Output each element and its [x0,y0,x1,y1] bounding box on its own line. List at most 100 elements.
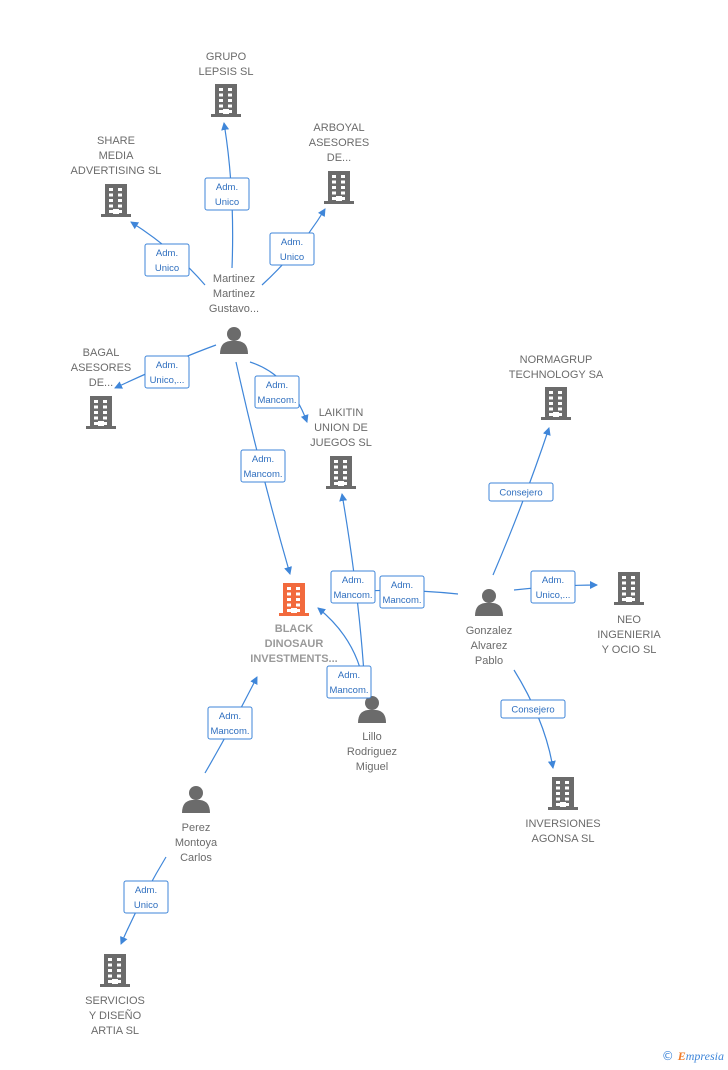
relation-text: Adm. [542,575,564,586]
node-label: Rodriguez [347,746,397,758]
node-label: SHARE [97,135,135,147]
node-share[interactable]: SHARE MEDIA ADVERTISING SL [71,135,162,217]
node-label: JUEGOS SL [310,437,372,449]
node-label: DINOSAUR [265,638,324,650]
relation-text: Unico [280,252,304,263]
person-icon [220,327,248,354]
node-grupo[interactable]: GRUPO LEPSIS SL [198,51,254,117]
footer-brand: ©Empresia [662,1049,724,1064]
relation-text: Mancom. [382,595,421,606]
relation-box[interactable] [144,243,190,277]
node-label: BAGAL [83,347,120,359]
building-icon [100,954,130,987]
relation-edge-gonzalez-inversiones [513,669,556,769]
relation-label-gonzalez-normagrup[interactable]: Consejero [488,482,554,502]
relation-text: Adm. [219,711,241,722]
relation-text: Consejero [499,488,542,499]
node-label: DE... [327,152,351,164]
node-martinez[interactable]: MartinezMartinezGustavo... [209,273,259,354]
relation-label-martinez-laikitin[interactable]: Adm.Mancom. [254,375,300,409]
relation-box[interactable] [207,706,253,740]
relation-label-martinez-black[interactable]: Adm.Mancom. [240,449,286,483]
relation-box[interactable] [254,375,300,409]
relation-text: Unico [215,197,239,208]
relation-box[interactable] [379,575,425,609]
node-label: Pablo [475,655,503,667]
building-icon [326,456,356,489]
node-inversiones[interactable]: INVERSIONES AGONSA SL [525,777,601,845]
relation-label-perez-servicios[interactable]: Adm. Unico [123,880,169,914]
node-label: LEPSIS SL [198,66,253,78]
relation-box[interactable] [240,449,286,483]
node-bagal[interactable]: BAGALASESORESDE... [71,347,132,429]
relation-text: Mancom. [210,726,249,737]
relation-box[interactable] [326,665,372,699]
node-label: Lillo [362,731,382,743]
relation-text: Adm. [338,670,360,681]
node-label: ARBOYAL [313,122,364,134]
building-icon [211,84,241,117]
building-icon [279,583,309,616]
relation-label-lillo-black[interactable]: Adm. Mancom. [326,665,372,699]
node-label: Alvarez [471,640,508,652]
node-label: INGENIERIA [597,629,661,641]
node-arboyal[interactable]: ARBOYALASESORESDE... [309,122,370,204]
brand-initial: E [677,1049,686,1063]
relation-box[interactable] [330,570,376,604]
node-label: Martinez [213,273,255,285]
building-icon [614,572,644,605]
node-black[interactable]: BLACKDINOSAURINVESTMENTS... [250,583,338,665]
relation-label-perez-black[interactable]: Adm. Mancom. [207,706,253,740]
person-icon [475,589,503,616]
relation-label-martinez-arboyal[interactable]: Adm.Unico [269,232,315,266]
relation-text: Adm. [391,580,413,591]
person-icon [358,696,386,723]
relation-label-martinez-share[interactable]: Adm.Unico [144,243,190,277]
building-icon [324,171,354,204]
relation-box[interactable] [123,880,169,914]
node-label: LAIKITIN [319,407,364,419]
node-label: Y OCIO SL [602,644,657,656]
node-label: Carlos [180,852,212,864]
node-label: INVESTMENTS... [250,653,337,665]
relation-label-lillo-laikitin[interactable]: Adm.Mancom. [330,570,376,604]
node-label: Montoya [175,837,218,849]
relation-box[interactable] [204,177,250,211]
relation-box[interactable] [530,570,576,604]
node-label: SERVICIOS [85,995,145,1007]
copyright-icon: © [661,1049,674,1063]
relation-label-gonzalez-neo[interactable]: Adm. Unico,... [530,570,576,604]
relation-label-gonzalez-inversiones[interactable]: Consejero [500,699,566,719]
relation-text: Unico,... [536,590,571,601]
node-label: Martinez [213,288,255,300]
relation-text: Mancom. [257,395,296,406]
relation-text: Adm. [135,885,157,896]
relation-text: Mancom. [329,685,368,696]
relation-text: Adm. [156,248,178,259]
relation-text: Mancom. [243,469,282,480]
relation-box[interactable] [500,699,566,719]
relation-text: Adm. [156,360,178,371]
node-label: ADVERTISING SL [71,165,162,177]
node-label: GRUPO [206,51,247,63]
relation-text: Unico [134,900,158,911]
person-icon [182,786,210,813]
node-label: AGONSA SL [532,833,595,845]
node-label: MEDIA [99,150,135,162]
relation-label-martinez-grupo[interactable]: Adm.Unico [204,177,250,211]
node-label: INVERSIONES [525,818,600,830]
relation-box[interactable] [488,482,554,502]
relation-label-gonzalez-black[interactable]: Adm. Mancom. [379,575,425,609]
relation-box[interactable] [144,355,190,389]
node-label: DE... [89,377,113,389]
relation-box[interactable] [269,232,315,266]
relation-label-martinez-bagal[interactable]: Adm.Unico,... [144,355,190,389]
